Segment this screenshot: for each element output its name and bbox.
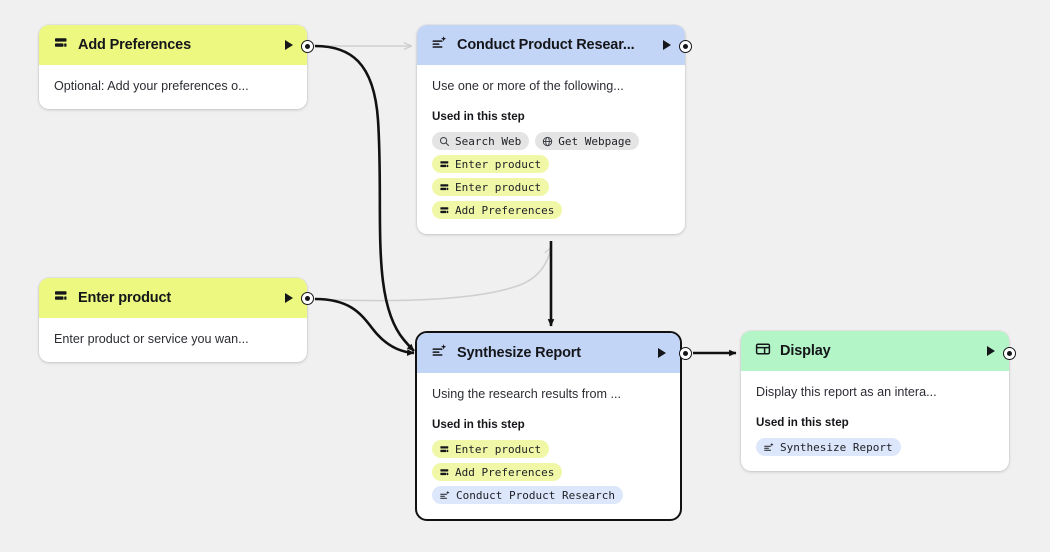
- chip-label: Add Preferences: [455, 465, 555, 479]
- node-enter-product[interactable]: Enter product Enter product or service y…: [39, 278, 307, 363]
- node-header[interactable]: Enter product: [39, 278, 307, 318]
- node-description: Optional: Add your preferences o...: [54, 79, 249, 93]
- source-handle-conduct-product-research[interactable]: [679, 40, 692, 53]
- node-title: Enter product: [78, 290, 172, 306]
- node-synthesize-report[interactable]: Synthesize Report Using the research res…: [415, 331, 682, 522]
- input-form-icon: [53, 288, 69, 309]
- chip-label: Add Preferences: [455, 203, 555, 217]
- node-description: Display this report as an intera...: [756, 385, 937, 399]
- chip-label: Synthesize Report: [780, 440, 893, 454]
- chip-add-preferences[interactable]: Add Preferences: [432, 201, 563, 220]
- node-header[interactable]: Synthesize Report: [417, 333, 680, 373]
- run-step-button[interactable]: [663, 40, 671, 50]
- used-in-this-step-label: Used in this step: [432, 110, 525, 124]
- chip-list: Enter product Add Preferences: [432, 440, 665, 505]
- run-step-button[interactable]: [658, 348, 666, 358]
- chip-enter-product[interactable]: Enter product: [432, 440, 550, 459]
- chip-conduct-product-research[interactable]: Conduct Product Research: [432, 486, 623, 505]
- agent-sparkle-icon: [440, 490, 450, 499]
- node-body: Optional: Add your preferences o...: [39, 65, 307, 109]
- chip-get-webpage[interactable]: Get Webpage: [535, 132, 640, 151]
- chip-synthesize-report[interactable]: Synthesize Report: [756, 438, 901, 457]
- node-description: Use one or more of the following...: [432, 79, 624, 93]
- node-header[interactable]: Display: [741, 331, 1009, 371]
- chip-search-web[interactable]: Search Web: [432, 132, 530, 151]
- edge-enter-product-to-conduct-product-research: [313, 246, 552, 302]
- chip-enter-product-1[interactable]: Enter product: [432, 155, 550, 174]
- node-body: Using the research results from ... Used…: [417, 373, 680, 519]
- node-body: Use one or more of the following... Used…: [417, 65, 685, 234]
- chip-label: Get Webpage: [558, 134, 632, 148]
- chip-enter-product-2[interactable]: Enter product: [432, 178, 550, 197]
- chip-label: Enter product: [455, 442, 542, 456]
- source-handle-display[interactable]: [1003, 347, 1016, 360]
- node-title: Display: [780, 343, 831, 359]
- used-in-this-step-label: Used in this step: [756, 416, 849, 430]
- search-icon: [439, 136, 450, 146]
- used-in-this-step-label: Used in this step: [432, 418, 525, 432]
- source-handle-synthesize-report[interactable]: [679, 347, 692, 360]
- node-body: Display this report as an intera... Used…: [741, 371, 1009, 471]
- node-description: Enter product or service you wan...: [54, 332, 249, 346]
- node-header[interactable]: Conduct Product Resear...: [417, 25, 685, 65]
- input-form-icon: [53, 35, 69, 56]
- agent-sparkle-icon: [431, 35, 448, 56]
- node-conduct-product-research[interactable]: Conduct Product Resear... Use one or mor…: [417, 25, 685, 235]
- node-add-preferences[interactable]: Add Preferences Optional: Add your prefe…: [39, 25, 307, 110]
- chip-label: Enter product: [455, 180, 542, 194]
- agent-sparkle-icon: [764, 442, 774, 451]
- node-title: Add Preferences: [78, 37, 191, 53]
- chip-list: Search Web Get Webpage: [432, 132, 670, 220]
- input-form-icon: [440, 446, 449, 452]
- chip-list: Synthesize Report: [756, 438, 994, 457]
- input-form-icon: [440, 207, 449, 213]
- input-form-icon: [440, 184, 449, 190]
- node-body: Enter product or service you wan...: [39, 318, 307, 362]
- run-step-button[interactable]: [987, 346, 995, 356]
- run-step-button[interactable]: [285, 293, 293, 303]
- node-header[interactable]: Add Preferences: [39, 25, 307, 65]
- edge-enter-product-to-synthesize-report: [314, 297, 415, 356]
- run-step-button[interactable]: [285, 40, 293, 50]
- chip-label: Conduct Product Research: [456, 488, 615, 502]
- chip-label: Search Web: [455, 134, 522, 148]
- node-description: Using the research results from ...: [432, 387, 621, 401]
- globe-icon: [543, 136, 553, 147]
- agent-sparkle-icon: [431, 343, 448, 364]
- node-title: Conduct Product Resear...: [457, 37, 635, 53]
- node-title: Synthesize Report: [457, 345, 581, 361]
- source-handle-enter-product[interactable]: [301, 292, 314, 305]
- source-handle-add-preferences[interactable]: [301, 40, 314, 53]
- node-display[interactable]: Display Display this report as an intera…: [741, 331, 1009, 472]
- edge-add-preferences-to-synthesize-report: [314, 44, 415, 352]
- chip-label: Enter product: [455, 157, 542, 171]
- display-window-icon: [755, 341, 771, 362]
- chip-add-preferences[interactable]: Add Preferences: [432, 463, 563, 482]
- input-form-icon: [440, 161, 449, 167]
- input-form-icon: [440, 469, 449, 475]
